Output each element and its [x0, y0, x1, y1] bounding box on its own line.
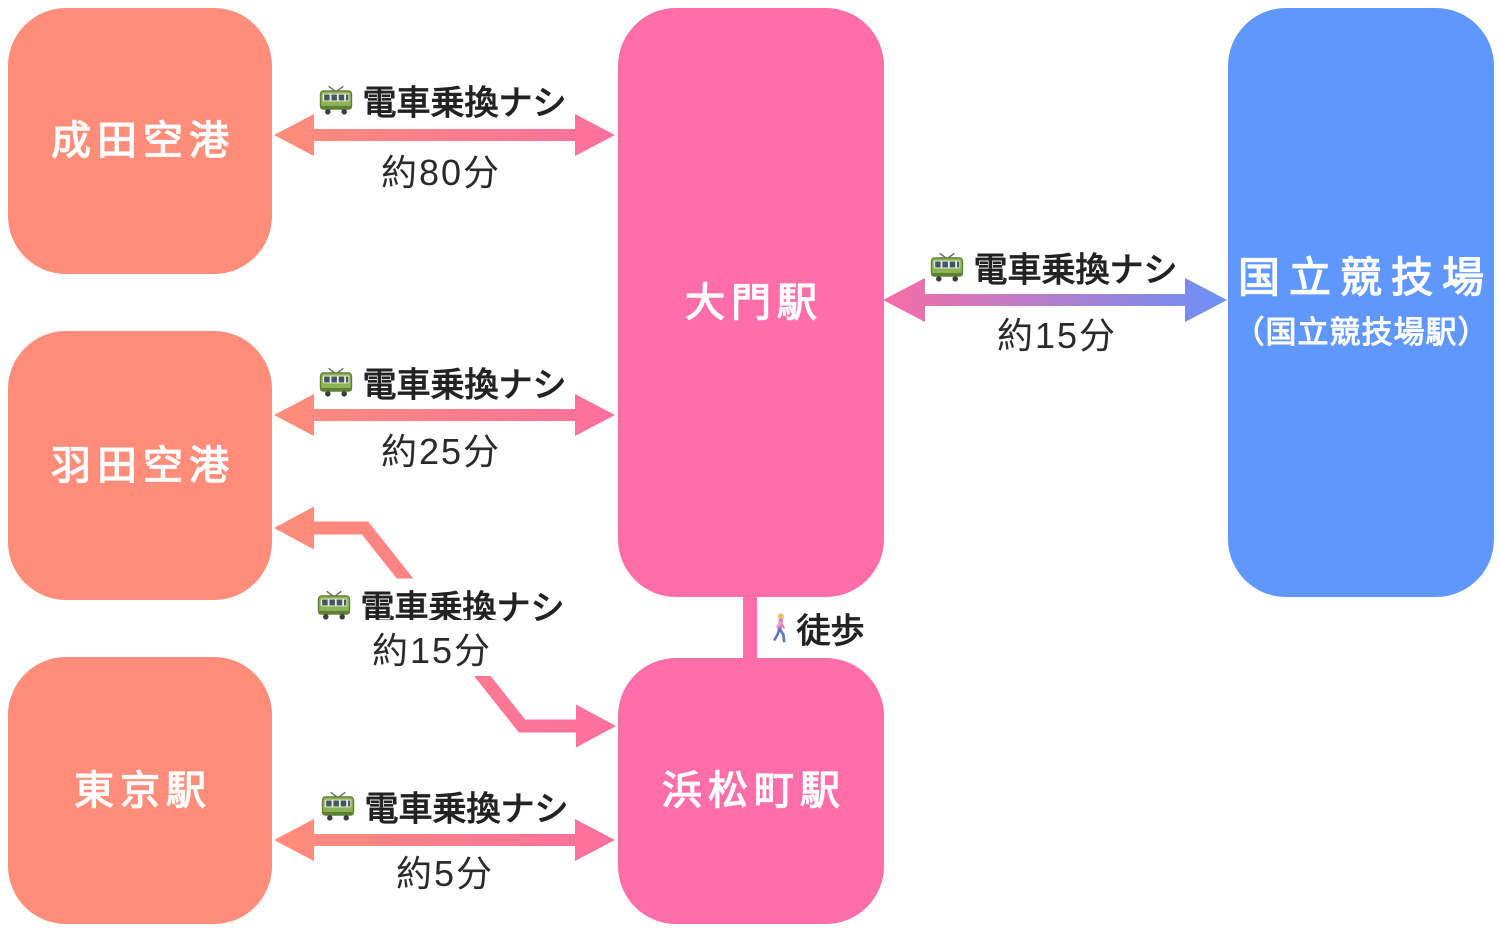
station-haneda-label: 羽田空港: [51, 443, 235, 488]
train-icon: [319, 367, 353, 397]
train-icon: [319, 85, 353, 115]
station-narita: 成田空港: [8, 8, 272, 274]
arrow-narita-daimon: [274, 114, 615, 156]
walking-person-icon: [773, 613, 786, 643]
arrow-tokyo-hamamatsucho: [274, 819, 615, 861]
train-icon: [317, 590, 351, 620]
walk-connector: [743, 594, 757, 660]
route-haneda-hamamatsucho-time: 約15分: [363, 620, 501, 676]
walk-method-text: 徒歩: [796, 612, 865, 651]
station-haneda: 羽田空港: [8, 331, 272, 600]
station-daimon-label: 大門駅: [685, 280, 823, 325]
station-tokyo: 東京駅: [8, 657, 272, 924]
route-daimon-stadium-time: 約15分: [996, 315, 1118, 356]
arrow-daimon-stadium: [883, 278, 1227, 322]
route-method-text: 電車乗換ナシ: [362, 84, 567, 123]
route-narita-daimon-time: 約80分: [380, 152, 502, 193]
station-hamamatsucho: 浜松町駅: [618, 658, 884, 924]
route-haneda-hamamatsucho-method: 電車乗換ナシ: [307, 578, 573, 632]
route-narita-daimon-method: 電車乗換ナシ: [318, 76, 567, 125]
station-tokyo-label: 東京駅: [74, 768, 212, 813]
route-haneda-daimon-time: 約25分: [380, 431, 502, 472]
train-icon: [930, 252, 964, 282]
station-daimon: 大門駅: [618, 8, 884, 597]
train-icon: [321, 791, 355, 821]
station-stadium: 国立競技場 （国立競技場駅）: [1228, 8, 1494, 597]
station-narita-label: 成田空港: [51, 119, 235, 163]
route-method-text: 電車乗換ナシ: [362, 366, 567, 405]
station-stadium-label: 国立競技場: [1237, 253, 1493, 301]
station-stadium-sublabel: （国立競技場駅）: [1233, 315, 1490, 351]
route-haneda-daimon-method: 電車乗換ナシ: [318, 358, 567, 407]
station-hamamatsucho-label: 浜松町駅: [662, 769, 846, 813]
route-tokyo-hamamatsucho-method: 電車乗換ナシ: [320, 782, 569, 831]
route-daimon-hamamatsucho-walk: 徒歩: [772, 604, 865, 653]
route-tokyo-hamamatsucho-time: 約5分: [395, 853, 495, 894]
route-method-text: 電車乗換ナシ: [364, 790, 569, 829]
arrow-haneda-daimon: [274, 394, 615, 436]
route-method-text: 電車乗換ナシ: [973, 251, 1178, 290]
route-daimon-stadium-method: 電車乗換ナシ: [929, 243, 1178, 292]
